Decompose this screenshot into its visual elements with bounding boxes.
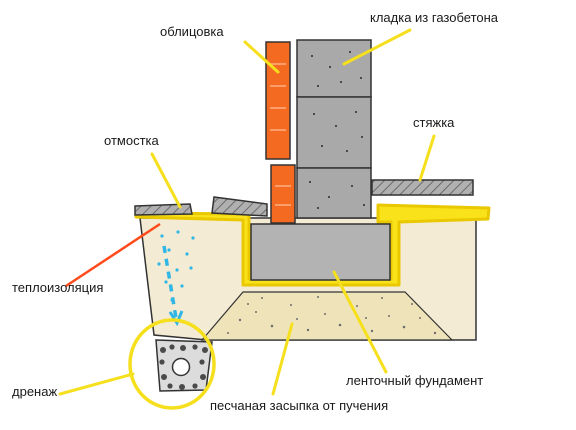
label-screed: стяжка (413, 115, 455, 130)
label-sand-backfill: песчаная засыпка от пучения (210, 398, 388, 413)
drainage-pipe (155, 339, 213, 392)
screed-slab (371, 179, 474, 196)
brick-cladding (265, 41, 296, 224)
drainage-highlight-circle (128, 318, 216, 410)
blind-area-slab-outer (134, 203, 193, 216)
strip-foundation (250, 223, 391, 281)
sand-grains (227, 296, 437, 335)
label-cladding: облицовка (160, 24, 224, 39)
label-thermal-insulation: теплоизоляция (12, 280, 103, 295)
aerated-block-pores (309, 51, 365, 209)
thermal-insulation-layer (134, 203, 491, 287)
insulation-pointer-line (65, 222, 161, 288)
label-strip-foundation: ленточный фундамент (346, 373, 483, 388)
label-aerated-concrete-masonry: кладка из газобетона (370, 10, 499, 25)
aerated-concrete-wall (296, 39, 372, 219)
blind-area-slab-inner (211, 196, 268, 217)
label-blind-area: отмостка (104, 133, 159, 148)
label-drainage: дренаж (12, 384, 57, 399)
leader-lines (58, 28, 436, 396)
